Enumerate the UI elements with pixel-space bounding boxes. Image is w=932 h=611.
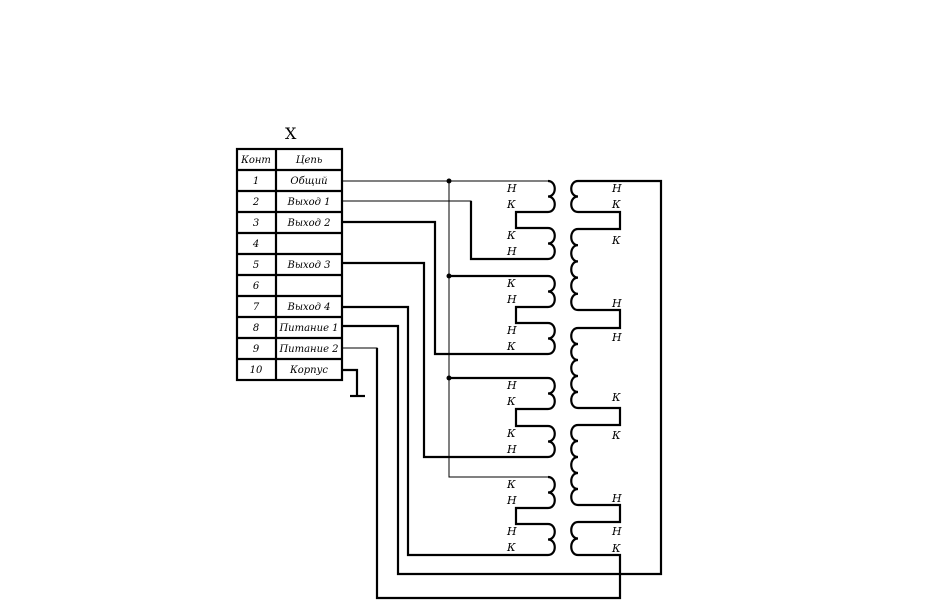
pin-number: 9	[253, 344, 260, 355]
winding-label: Н	[506, 379, 517, 392]
circuit-name: Корпус	[289, 365, 328, 376]
circuit-name: Выход 1	[286, 197, 330, 208]
winding-label: К	[506, 198, 516, 211]
winding-label: Н	[506, 525, 517, 538]
secondary-winding	[547, 475, 556, 510]
primary-label: Н	[611, 525, 622, 538]
primary-winding	[570, 423, 579, 507]
primary-label: Н	[611, 331, 622, 344]
wires	[342, 178, 663, 600]
winding-label: К	[506, 277, 516, 290]
pin-number: 8	[253, 323, 259, 334]
table-row: 5 Выход 3	[253, 260, 331, 271]
winding-label: К	[506, 340, 516, 353]
wire-common-bus	[448, 181, 548, 478]
winding-label: К	[506, 229, 516, 242]
pin-number: 3	[253, 218, 259, 229]
winding-label: Н	[506, 293, 517, 306]
circuit-name: Выход 4	[286, 302, 330, 313]
winding-label: Н	[506, 494, 517, 507]
winding-label: Н	[506, 443, 517, 456]
primary-label: Н	[611, 492, 622, 505]
secondary-winding	[547, 179, 556, 214]
ground-symbol	[342, 368, 365, 398]
table-row: 1 Общий	[253, 176, 328, 187]
winding-label: Н	[506, 182, 517, 195]
wire-output-1	[342, 200, 548, 260]
pin-number: 4	[252, 239, 259, 250]
secondary-winding	[547, 226, 556, 261]
primary-label: Н	[611, 297, 622, 310]
table-row: 3 Выход 2	[253, 218, 331, 229]
table-row: 2 Выход 1	[252, 197, 331, 208]
primary-label: К	[611, 542, 621, 555]
circuit-name: Выход 3	[286, 260, 330, 271]
secondary-winding	[547, 522, 556, 557]
secondary-winding	[547, 274, 556, 309]
table-row: 8 Питание 1	[253, 323, 339, 334]
primary-label: Н	[611, 182, 622, 195]
table-border	[235, 147, 344, 382]
primary-strap	[578, 406, 622, 427]
circuit-name: Питание 2	[278, 344, 338, 355]
primary-strap	[578, 503, 622, 524]
winding-strap	[514, 305, 548, 325]
winding-strap	[514, 407, 548, 428]
primary-winding	[570, 520, 579, 557]
wire-output-4	[342, 305, 548, 557]
primary-strap	[578, 308, 622, 330]
winding-label: К	[506, 395, 516, 408]
primary-label: К	[611, 429, 621, 442]
table-row: 9 Питание 2	[253, 344, 339, 355]
circuit-name: Питание 1	[278, 323, 338, 334]
pin-number: 6	[253, 281, 260, 292]
primary-label: К	[611, 391, 621, 404]
table-row: 4	[252, 239, 259, 250]
header-pin: Конт	[240, 155, 271, 166]
secondary-winding	[547, 321, 556, 356]
winding-label: К	[506, 478, 516, 491]
wire-output-2	[342, 220, 548, 356]
connector-title: X	[285, 124, 297, 143]
wire-power-1	[342, 179, 663, 576]
primary-label: К	[611, 198, 621, 211]
winding-strap	[514, 506, 548, 526]
primary-label: К	[611, 234, 621, 247]
table-row: 7 Выход 4	[253, 302, 331, 313]
table-row: 6	[253, 281, 260, 292]
primary-winding	[570, 227, 579, 312]
winding-label: Н	[506, 324, 517, 337]
primary-winding	[570, 326, 579, 410]
pin-number: 1	[253, 176, 259, 187]
winding-strap	[514, 210, 548, 230]
winding-label: К	[506, 541, 516, 554]
table-row: 10 Корпус	[250, 365, 329, 376]
secondary-winding	[547, 424, 556, 459]
header-circuit: Цепь	[296, 155, 323, 166]
winding-label: К	[506, 427, 516, 440]
primary-winding	[570, 179, 579, 214]
primary-strap	[578, 210, 622, 231]
wire-power-2	[342, 347, 621, 599]
pin-number: 7	[253, 302, 260, 313]
pin-number: 10	[250, 365, 263, 376]
wire-output-3	[342, 261, 548, 459]
pin-number: 2	[252, 197, 259, 208]
circuit-name: Общий	[290, 176, 327, 187]
transformer-windings	[514, 179, 622, 557]
pin-number: 5	[253, 260, 259, 271]
secondary-winding	[547, 376, 556, 411]
winding-label: Н	[506, 245, 517, 258]
circuit-name: Выход 2	[286, 218, 330, 229]
